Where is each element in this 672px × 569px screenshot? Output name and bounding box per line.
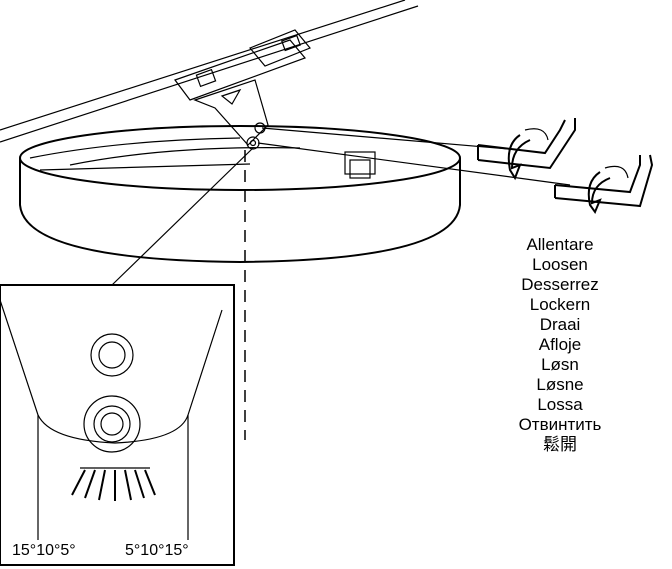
lower-screw-icon — [83, 395, 141, 453]
label-english: Loosen — [532, 255, 588, 274]
label-dutch: Draai — [540, 315, 581, 334]
label-german: Lockern — [530, 295, 590, 314]
label-chinese: 鬆開 — [543, 434, 577, 454]
label-danish: Løsn — [541, 355, 579, 374]
label-norwegian: Løsne — [536, 375, 583, 394]
hex-key-1 — [477, 118, 576, 181]
callout-leader — [111, 147, 254, 286]
upper-screw-icon — [90, 333, 134, 377]
label-swedish: Lossa — [537, 395, 583, 414]
mounting-rail — [0, 0, 419, 143]
right-angle-scale: 5°10°15° — [125, 542, 189, 559]
label-russian: Отвинтить — [519, 415, 602, 434]
label-spanish: Afloje — [539, 335, 582, 354]
left-angle-scale: 15°10°5° — [12, 542, 76, 559]
label-french: Desserrez — [521, 275, 598, 294]
tilt-indicator-marks — [71, 469, 156, 501]
luminaire-body — [19, 125, 461, 264]
loosen-labels: Allentare Loosen Desserrez Lockern Draai… — [519, 235, 602, 454]
label-italian: Allentare — [526, 235, 593, 254]
tool-guide-lines — [257, 127, 571, 186]
hex-key-2 — [554, 154, 654, 215]
detail-view: 15°10°5° 5°10°15° — [0, 284, 235, 566]
track-adapter — [174, 29, 311, 150]
